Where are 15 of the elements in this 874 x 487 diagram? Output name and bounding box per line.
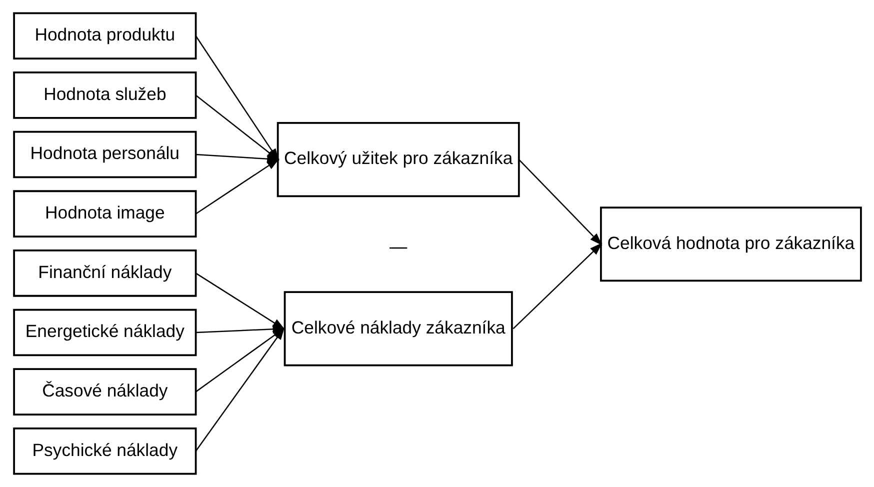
node-box: Energetické náklady xyxy=(12,308,196,356)
node-box: Celkový užitek pro zákazníka xyxy=(276,122,520,198)
node-box: Časové náklady xyxy=(12,368,196,416)
node-box: Hodnota služeb xyxy=(12,72,196,119)
arrow xyxy=(518,159,602,246)
node-box: Hodnota produktu xyxy=(12,12,196,60)
node-box: Finanční náklady xyxy=(12,250,196,297)
node-box: Psychické náklady xyxy=(12,427,196,475)
label: — xyxy=(389,236,407,257)
node-box: Hodnota personálu xyxy=(12,130,196,178)
node-box: Hodnota image xyxy=(12,190,196,238)
node-box: Celkové náklady zákazníka xyxy=(283,291,512,366)
arrow xyxy=(194,158,279,214)
node-box: Celková hodnota pro zákazníka xyxy=(600,206,862,282)
arrow xyxy=(512,242,602,330)
